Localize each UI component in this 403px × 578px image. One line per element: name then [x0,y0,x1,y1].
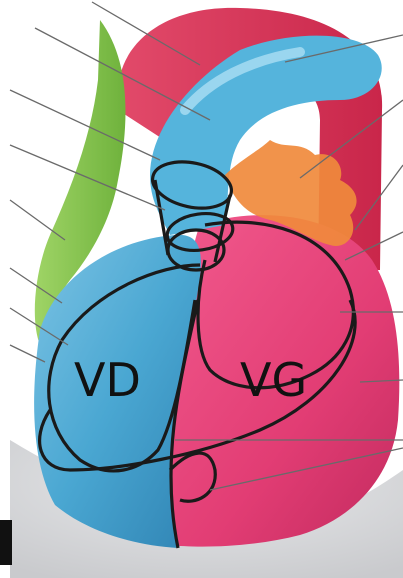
label-left-ventricle: VG [240,353,307,407]
corner-mark [0,520,12,565]
label-right-ventricle: VD [74,353,141,407]
